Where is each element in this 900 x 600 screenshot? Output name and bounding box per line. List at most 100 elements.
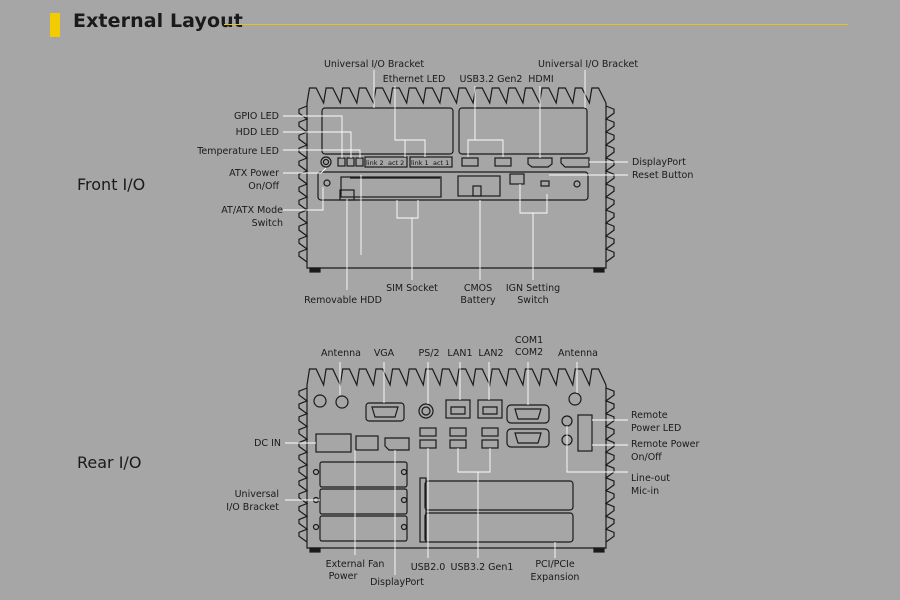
label-ign-1: IGN Setting — [506, 283, 560, 294]
rear-right-fins — [604, 387, 615, 543]
port-text-link2: link 2 — [366, 159, 384, 167]
label-sim-socket: SIM Socket — [386, 283, 438, 294]
rear-foot-left — [309, 547, 321, 553]
rear-displayport — [384, 437, 410, 451]
label-rear-displayport: DisplayPort — [370, 577, 424, 588]
ign-setting-switch[interactable] — [509, 173, 525, 185]
label-temperature-led: Temperature LED — [196, 146, 279, 157]
pci-slot-2 — [424, 512, 574, 543]
label-com2: COM2 — [515, 347, 543, 358]
rear-io-bracket-2 — [319, 488, 408, 515]
header-rule — [224, 24, 848, 25]
pci-slot-1 — [424, 480, 574, 511]
lan1-port — [445, 399, 471, 419]
front-top-fins — [306, 87, 607, 105]
label-usb32-gen2: USB3.2 Gen2 — [460, 74, 523, 85]
label-remote-led-2: Power LED — [631, 423, 681, 434]
rear-left-fins — [298, 387, 309, 543]
ps2-port — [418, 403, 434, 419]
front-leader-lines — [283, 70, 628, 290]
page-header: External Layout — [0, 0, 900, 50]
remote-power-connector — [577, 414, 593, 452]
port-text-act1: act 1 — [433, 159, 449, 167]
front-foot-left — [309, 267, 321, 273]
atx-power-button[interactable] — [320, 156, 332, 168]
label-universal-1: Universal — [235, 489, 279, 500]
label-ign-2: Switch — [517, 295, 548, 306]
fin-edge — [298, 387, 309, 543]
label-antenna-left: Antenna — [321, 348, 361, 359]
antenna-left-mount-2 — [335, 395, 349, 409]
label-ethernet-led: Ethernet LED — [383, 74, 446, 85]
ethernet-led-2 — [364, 156, 408, 168]
antenna-left-mount — [313, 394, 327, 408]
rear-top-fins — [306, 368, 607, 388]
rear-io-label: Rear I/O — [77, 453, 142, 472]
usb32-gen2-port-2 — [494, 157, 512, 167]
removable-hdd-tray — [340, 176, 442, 198]
front-displayport — [560, 157, 590, 168]
rear-labels: Antenna VGA PS/2 LAN1 LAN2 COM1 COM2 Ant… — [226, 335, 699, 588]
front-screw-right — [573, 180, 581, 188]
label-pci-1: PCI/PCIe — [535, 559, 575, 570]
antenna-right-mount — [568, 392, 582, 406]
label-com1: COM1 — [515, 335, 543, 346]
vga-port — [365, 402, 405, 422]
label-usb32-gen1: USB3.2 Gen1 — [451, 562, 514, 573]
front-chassis — [298, 87, 615, 273]
page-title: External Layout — [73, 10, 243, 32]
label-pci-2: Expansion — [531, 572, 580, 583]
front-left-fins — [298, 105, 309, 263]
label-cmos-1: CMOS — [464, 283, 492, 294]
hdmi-port — [527, 157, 553, 168]
rear-io-bracket-1 — [319, 461, 408, 488]
label-ps2: PS/2 — [418, 348, 439, 359]
rear-io-bracket-3 — [319, 515, 408, 542]
label-lan2: LAN2 — [478, 348, 503, 359]
label-remote-led-1: Remote — [631, 410, 668, 421]
label-vga: VGA — [374, 348, 395, 359]
front-right-fins — [604, 105, 615, 263]
label-reset-button: Reset Button — [632, 170, 693, 181]
label-displayport: DisplayPort — [632, 157, 686, 168]
usb32-gen1-port-1 — [449, 427, 467, 437]
com2-port — [506, 428, 550, 448]
usb32-gen1-port-3 — [481, 427, 499, 437]
usb32-gen2-port-1 — [461, 157, 479, 167]
label-universal-io-bracket-right: Universal I/O Bracket — [538, 59, 638, 70]
front-io-bracket-left — [321, 107, 454, 155]
front-foot-right — [593, 267, 605, 273]
usb20-port-1 — [419, 427, 437, 437]
label-antenna-right: Antenna — [558, 348, 598, 359]
front-port-texts: link 2 act 2 link 1 act 1 — [366, 159, 449, 167]
atatx-mode-switch[interactable] — [323, 179, 331, 187]
front-lower-panel — [317, 171, 589, 201]
gpio-led — [337, 157, 346, 167]
label-remote-power-2: On/Off — [631, 452, 662, 463]
label-hdd-led: HDD LED — [236, 127, 279, 138]
label-ext-fan-2: Power — [329, 571, 358, 582]
fin-edge — [604, 105, 615, 263]
label-atatx-mode-1: AT/ATX Mode — [221, 205, 283, 216]
rear-chassis — [298, 368, 615, 553]
port-text-act2: act 2 — [388, 159, 404, 167]
fin-edge — [604, 387, 615, 543]
port-text-link1: link 1 — [411, 159, 429, 167]
label-gpio-led: GPIO LED — [234, 111, 279, 122]
label-remote-power-1: Remote Power — [631, 439, 699, 450]
label-ext-fan-1: External Fan — [326, 559, 385, 570]
label-atx-power-1: ATX Power — [229, 168, 279, 179]
fin-edge — [306, 87, 607, 105]
label-atx-power-2: On/Off — [248, 181, 279, 192]
front-io-bracket-right — [458, 107, 588, 155]
title-accent-bar — [50, 13, 60, 37]
front-labels: Universal I/O Bracket Ethernet LED USB3.… — [196, 59, 693, 306]
reset-button[interactable] — [540, 180, 550, 187]
label-lan1: LAN1 — [447, 348, 472, 359]
label-atatx-mode-2: Switch — [252, 218, 283, 229]
lan2-port — [477, 399, 503, 419]
hdd-led — [346, 157, 355, 167]
label-hdmi: HDMI — [528, 74, 553, 85]
rear-foot-right — [593, 547, 605, 553]
